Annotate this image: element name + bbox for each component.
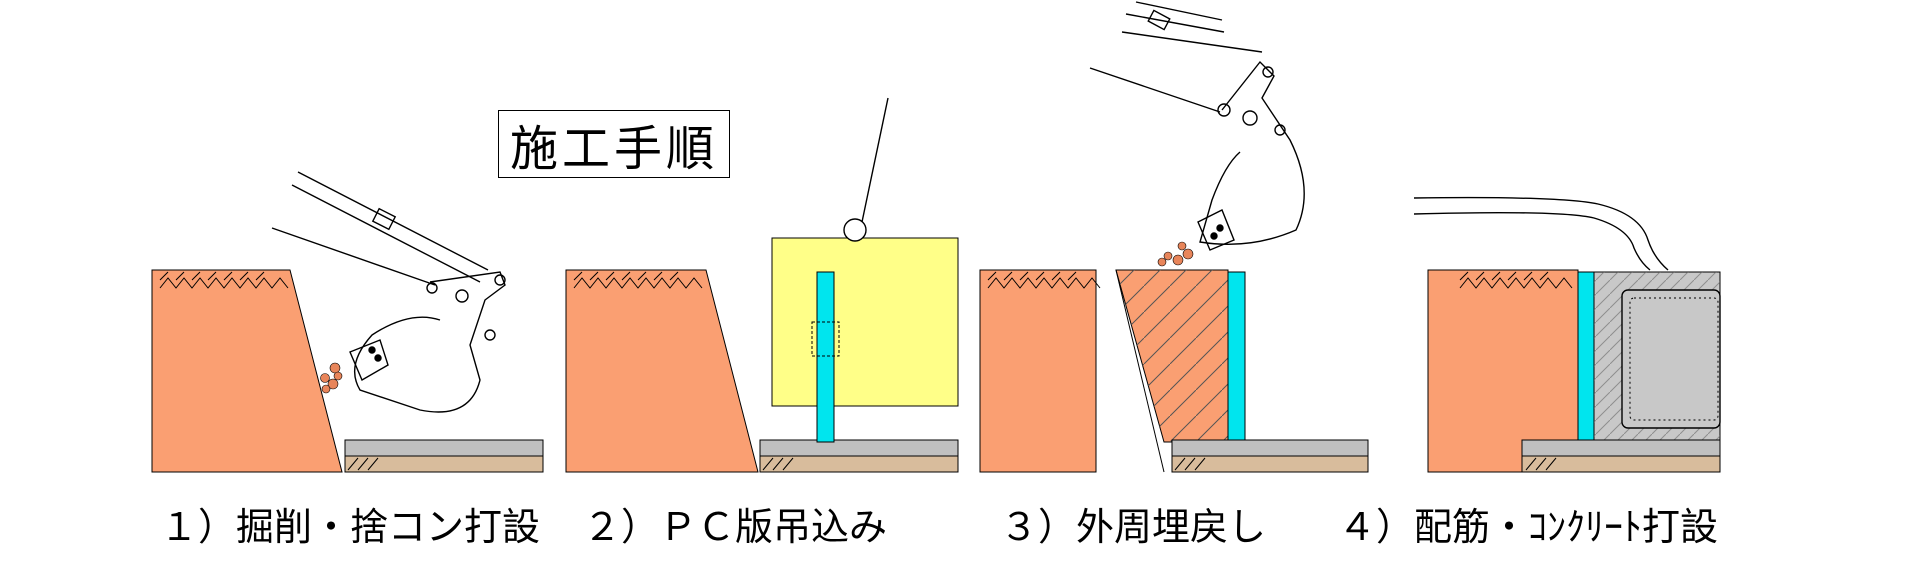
- step-2-pc-joint: [811, 321, 840, 357]
- step-2-base-hatch: [762, 457, 794, 471]
- step-2-lifting-frame: [771, 237, 959, 407]
- step-3-excavation-line: [1115, 269, 1165, 473]
- step-3-backfill-hatch: [1116, 270, 1228, 442]
- step-4-base-hatch: [1525, 457, 1557, 471]
- step-2-panel: [565, 97, 959, 473]
- step-3-base-soil: [1171, 455, 1369, 473]
- step-4-rebar-inner: [1629, 297, 1719, 421]
- step-4-ground-hatch: [1459, 271, 1573, 289]
- step-3-label: ３）外周埋戻し: [1000, 505, 1267, 549]
- step-1-soil-particles: [320, 362, 343, 394]
- step-1-lean-concrete: [344, 439, 544, 457]
- step-2-soil: [565, 269, 759, 473]
- step-2-lean-concrete: [759, 439, 959, 457]
- step-3-soil: [979, 269, 1097, 473]
- step-3-lean-concrete: [1171, 439, 1369, 457]
- step-2-pc-panel: [816, 271, 835, 443]
- step-3-ground-hatch: [987, 271, 1101, 289]
- crane-hook-icon: [843, 97, 889, 242]
- excavator-bucket-icon: [271, 171, 506, 413]
- step-2-ground-hatch: [573, 271, 703, 289]
- concrete-pump-hose-icon: [1413, 196, 1669, 271]
- step-3-panel: [979, 1, 1369, 473]
- step-4-lean-concrete: [1521, 439, 1721, 457]
- page-title: 施工手順: [509, 121, 718, 177]
- step-3-soil-particles: [1157, 241, 1194, 267]
- step-2-base-soil: [759, 455, 959, 473]
- step-4-label: ４）配筋・ｺﾝｸﾘｰﾄ打設: [1338, 505, 1719, 549]
- step-1-soil: [151, 269, 343, 473]
- step-1-ground-hatch: [159, 271, 289, 289]
- step-4-panel: [1413, 196, 1721, 473]
- title-box: 施工手順: [498, 110, 730, 178]
- step-1-base-hatch: [347, 457, 379, 471]
- step-1-base-soil: [344, 455, 544, 473]
- step-2-label: ２）ＰＣ版吊込み: [583, 505, 888, 549]
- step-4-rebar-cage: [1621, 289, 1721, 429]
- step-3-base-hatch: [1174, 457, 1206, 471]
- step-1-label: １）掘削・捨コン打設: [160, 505, 541, 549]
- excavator-bucket-icon-2: [1089, 1, 1305, 251]
- step-1-panel: [151, 171, 544, 473]
- step-3-pc-panel: [1227, 271, 1246, 443]
- step-4-soil: [1427, 269, 1579, 473]
- step-4-base-soil: [1521, 455, 1721, 473]
- step-4-pc-panel: [1577, 271, 1595, 443]
